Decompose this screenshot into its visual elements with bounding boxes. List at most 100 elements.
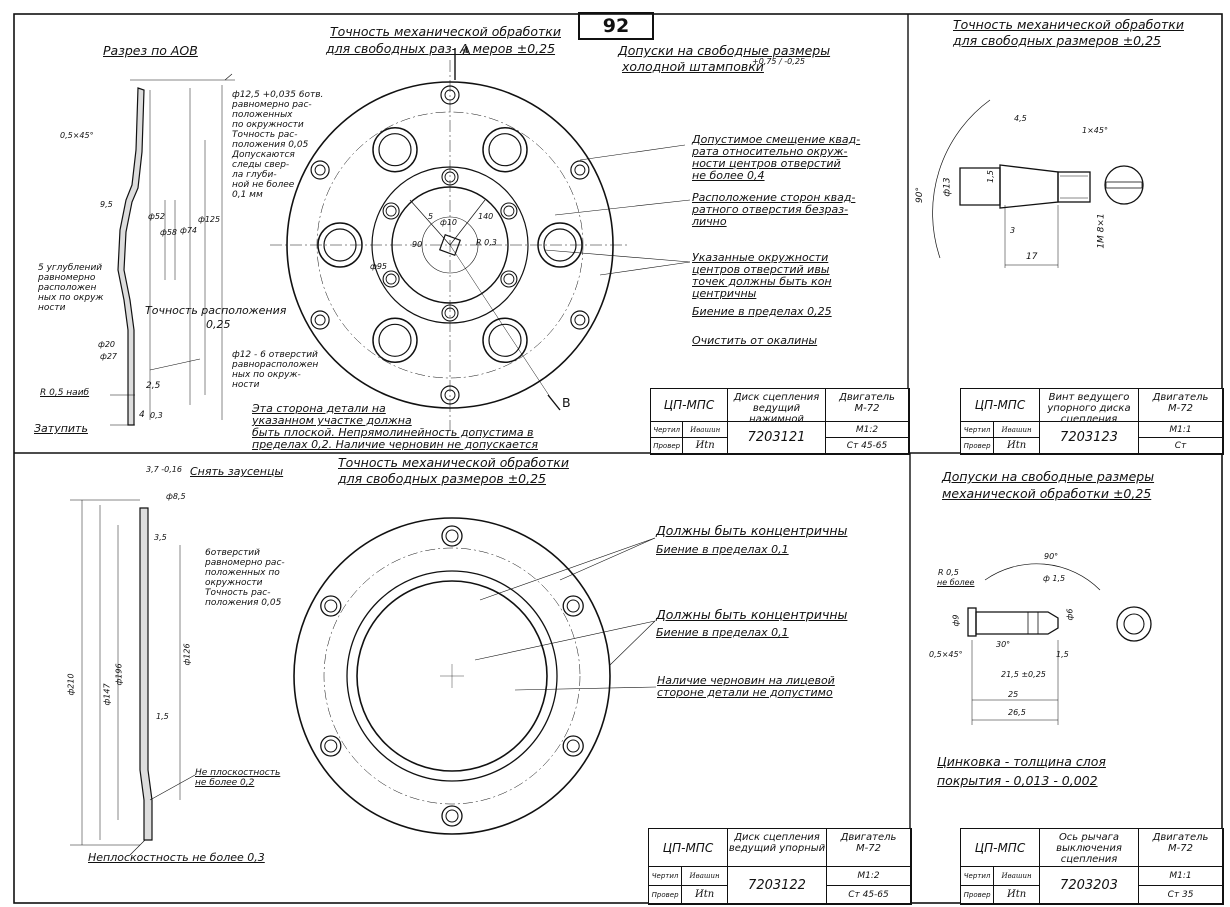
titleblock-sig2: Иtn (994, 438, 1040, 454)
q1-side-notes-line: следы свер- (232, 160, 290, 170)
titleblock-number: 7203121 (728, 422, 826, 454)
q1-label-a: А (462, 43, 471, 58)
q2-dim-4: 1,5 (985, 170, 995, 183)
q3-face-line: Наличие черновин на лицевой (657, 674, 835, 687)
q1-dim-16: 5 (428, 212, 434, 221)
q1-pos-acc: Точность расположения (145, 304, 287, 317)
flange-hole (324, 599, 338, 613)
q4-dim-3: ф 1,5 (1043, 574, 1066, 583)
large-hole (482, 126, 528, 173)
inner-hole (441, 168, 459, 186)
q1-dim-13: ф95 (370, 262, 388, 271)
titleblock-name: Диск сцепления ведущий упорный (728, 829, 827, 867)
q1-dim-9: 4 (139, 410, 145, 420)
q1-side-notes-line: положенных (232, 110, 293, 120)
q1-disc-front-view (270, 48, 630, 430)
q1-side-notes-line: 0,1 мм (232, 190, 263, 200)
q1-flat-note-line: пределах 0,2. Наличие черновин не допуск… (252, 438, 538, 451)
titleblock-row1: Чертил (961, 422, 995, 438)
titleblock-scale: М1:2 (826, 422, 909, 438)
q3-section-view (70, 499, 181, 846)
q3-header: Точность механической обработки (338, 455, 569, 470)
q2-screw (932, 99, 1144, 268)
titleblock-row2: Провер (651, 438, 684, 454)
inner-hole (500, 202, 518, 220)
q1-dim-0: 0,5×45° (60, 131, 94, 140)
inner-hole (382, 202, 400, 220)
titleblock-sig2: Иtn (683, 438, 728, 454)
outer-hole (314, 164, 326, 176)
q3-holes6-line: положенных по (205, 568, 280, 578)
q4-dim-7: 30° (996, 640, 1011, 649)
q1-note3-line: центричны (692, 287, 757, 300)
titleblock-number: 7203123 (1040, 422, 1139, 454)
inner-hole (441, 304, 459, 322)
inner-hole (385, 205, 397, 217)
sheet-frame (13, 13, 1223, 904)
q1-dim-12: R 0,3 (476, 238, 497, 247)
q1-left-notes-line: 5 углублений (38, 263, 103, 273)
flange-hole (566, 739, 580, 753)
q1-dim-6: ф20 (98, 340, 116, 349)
q1-dim-3: ф74 (180, 226, 198, 235)
q1-left-notes-line: ных по окруж (38, 293, 104, 303)
titleblock-engine: Двигатель М-72 (826, 389, 909, 422)
q1-note2-line: Расположение сторон квад- (692, 191, 856, 204)
q4-dim-11: 1,5 (1056, 650, 1069, 659)
q3-flat1-line: Не плоскостность (195, 768, 281, 778)
large-hole (317, 222, 363, 268)
titleblock-material: Ст (1139, 438, 1223, 454)
q4-axle (967, 563, 1152, 725)
titleblock-row1: Чертил (961, 867, 995, 886)
q1-note4: Очистить от окалины (692, 334, 818, 347)
q4-dim-0: R 0,5 (938, 568, 959, 577)
q1-side-notes-line: ла глуби- (232, 170, 277, 180)
flange-hole (320, 595, 342, 617)
q4-dim-4: ф9 (951, 614, 961, 627)
q2-dim-2: 90° (914, 187, 925, 203)
outer-hole (574, 314, 586, 326)
q3-runout2: Биение в пределах 0,1 (656, 626, 789, 639)
titleblock-row2: Провер (961, 885, 995, 904)
titleblock-sig1: Ивашин (994, 422, 1040, 438)
inner-hole (382, 270, 400, 288)
outer-hole (310, 310, 330, 330)
titleblock-scale: М1:2 (827, 867, 911, 886)
outer-hole (444, 89, 456, 101)
q1-holes6-line: равнорасположен (232, 360, 319, 370)
titleblock-org: ЦП-МПС (961, 389, 1040, 422)
q2-dim-1: 1×45° (1082, 126, 1108, 135)
q1-note3b: Биение в пределах 0,25 (692, 305, 832, 318)
outer-hole (570, 160, 590, 180)
flange-hole (441, 525, 463, 547)
titleblock-row2: Провер (649, 885, 683, 904)
titleblock-org: ЦП-МПС (651, 389, 728, 422)
q1-note1-line: рата относительно окруж- (692, 145, 848, 158)
q1-small-holes (310, 85, 590, 405)
titleblock-scale: М1:1 (1139, 867, 1223, 886)
q1-dim-14: 140 (478, 212, 494, 221)
q1-header-tol2: для свободных раз- А меров ±0,25 (326, 41, 556, 56)
q1-left-notes-line: ности (38, 303, 66, 313)
large-hole (323, 228, 357, 262)
q4-dim-10: 26,5 (1008, 708, 1026, 717)
q1-side-notes-line: положения 0,05 (232, 140, 309, 150)
titleblock-org: ЦП-МПС (961, 829, 1040, 867)
q1-section-view (110, 73, 235, 426)
titleblock-sig2: Иtn (682, 885, 728, 904)
titleblock-engine: Двигатель М-72 (827, 829, 911, 867)
q1-holes6-line: ф12 - 6 отверстий (232, 350, 318, 360)
q3-holes (320, 525, 584, 827)
q1-header-tol: Точность механической обработки (330, 24, 561, 39)
q2-dim-3: ф13 (942, 177, 953, 197)
large-hole (488, 133, 522, 167)
inner-hole (444, 307, 456, 319)
